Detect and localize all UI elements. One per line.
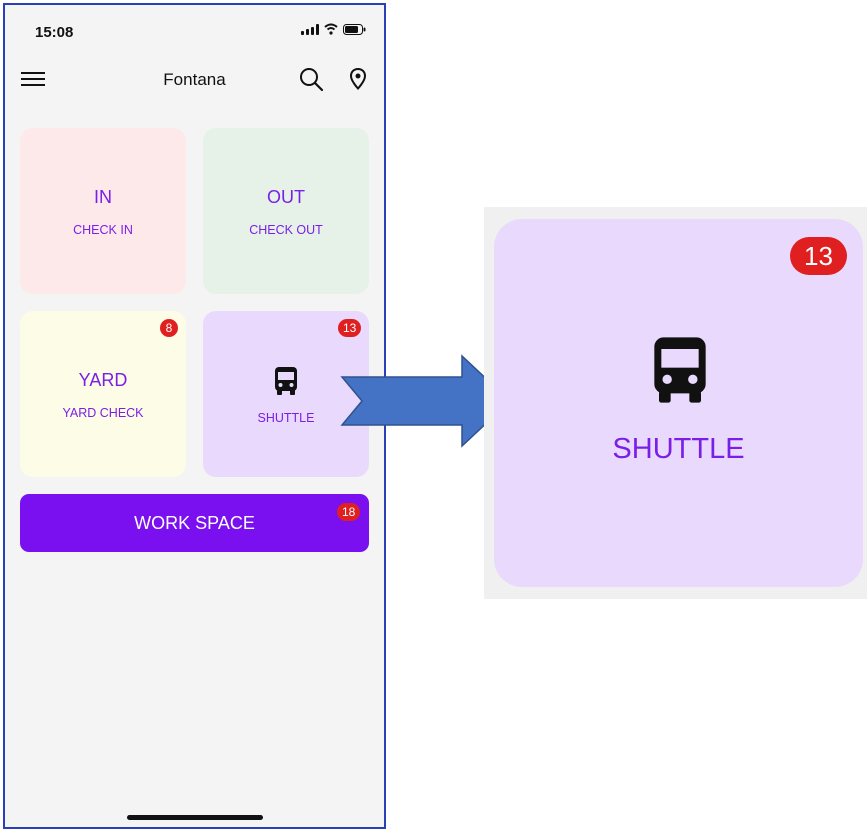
bus-icon [654,337,706,403]
tile-title: YARD [78,370,128,390]
tile-subtitle: CHECK OUT [249,223,323,237]
status-time: 15:08 [35,24,74,41]
tile-title: IN [94,187,112,207]
shuttle-zoom-panel: 13 SHUTTLE [484,207,867,599]
page-title: Fontana [163,70,226,89]
tile-title: OUT [267,187,305,207]
yard-check-tile[interactable]: 8 YARD YARD CHECK [20,311,186,477]
tile-subtitle: CHECK IN [73,223,133,237]
menu-icon[interactable] [21,72,45,86]
shuttle-badge: 13 [338,319,362,337]
check-in-tile[interactable]: IN CHECK IN [20,128,186,294]
tile-subtitle: YARD CHECK [62,406,144,420]
zoom-badge: 13 [790,237,847,275]
check-out-tile[interactable]: OUT CHECK OUT [203,128,369,294]
workspace-label: WORK SPACE [134,513,255,533]
status-icons [301,23,366,35]
yard-badge: 8 [160,319,178,337]
workspace-badge: 18 [337,503,361,521]
search-icon[interactable] [298,66,324,92]
bus-icon [275,367,297,395]
signal-icon [301,23,319,35]
wifi-icon [324,23,338,35]
home-indicator[interactable] [127,815,263,820]
app-header: Fontana [5,63,384,95]
workspace-button[interactable]: WORK SPACE 18 [20,494,369,552]
phone-screen: 15:08 Fontana IN CHECK IN OU [3,3,386,829]
tile-subtitle: SHUTTLE [257,411,315,425]
zoom-label: SHUTTLE [612,433,745,465]
shuttle-zoom-tile: 13 SHUTTLE [494,219,863,587]
arrow-right-icon [340,354,512,448]
location-icon[interactable] [349,68,367,90]
shuttle-tile[interactable]: 13 SHUTTLE [203,311,369,477]
battery-icon [343,23,366,35]
